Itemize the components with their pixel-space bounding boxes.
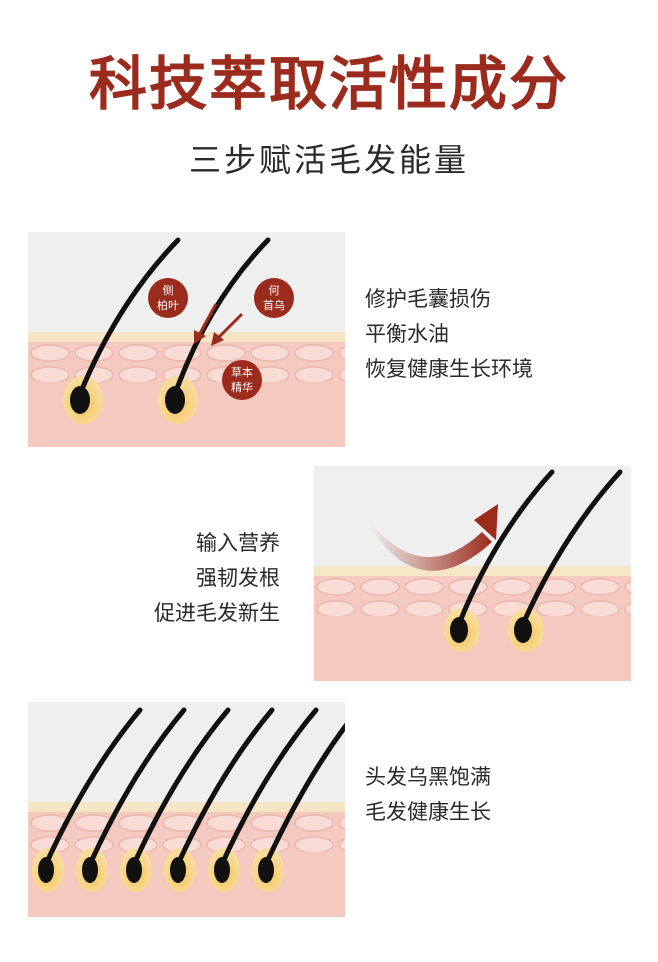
growth-arrow-icon — [370, 504, 498, 571]
badge-cebaiye-line1: 侧 — [163, 284, 174, 297]
badge-herbal-line1: 草本 — [231, 365, 253, 379]
badge-heshouwu-line1: 何 — [269, 284, 280, 297]
badge-herbal — [222, 360, 262, 400]
step2-line: 促进毛发新生 — [154, 601, 280, 625]
step1-text: 修护毛囊损伤 平衡水油 恢复健康生长环境 — [365, 282, 533, 387]
arrow-icon — [194, 303, 244, 346]
badge-heshouwu-line2: 首乌 — [263, 298, 285, 312]
step2-line: 强韧发根 — [196, 566, 280, 590]
badge-cebaiye-line2: 柏叶 — [157, 298, 179, 312]
page-subtitle: 三步赋活毛发能量 — [188, 141, 469, 179]
page-title: 科技萃取活性成分 — [88, 50, 569, 118]
step3-text: 头发乌黑饱满 毛发健康生长 — [365, 760, 491, 830]
illustration-nourish — [314, 466, 631, 681]
step3-line: 毛发健康生长 — [365, 800, 491, 824]
step1-line: 修护毛囊损伤 — [365, 287, 491, 311]
illustration-healthy-hair — [28, 702, 345, 917]
badge-heshouwu — [254, 278, 294, 318]
illustration-repair: 侧 柏叶 何 首乌 草本 精华 — [28, 232, 345, 447]
step1-line: 恢复健康生长环境 — [365, 357, 533, 381]
step1-line: 平衡水油 — [365, 322, 449, 346]
step3-line: 头发乌黑饱满 — [365, 765, 491, 789]
step2-text: 输入营养 强韧发根 促进毛发新生 — [120, 526, 280, 631]
step2-line: 输入营养 — [196, 531, 280, 555]
hair-strands — [32, 707, 345, 892]
badge-herbal-line2: 精华 — [231, 380, 253, 394]
badge-cebaiye — [148, 278, 188, 318]
